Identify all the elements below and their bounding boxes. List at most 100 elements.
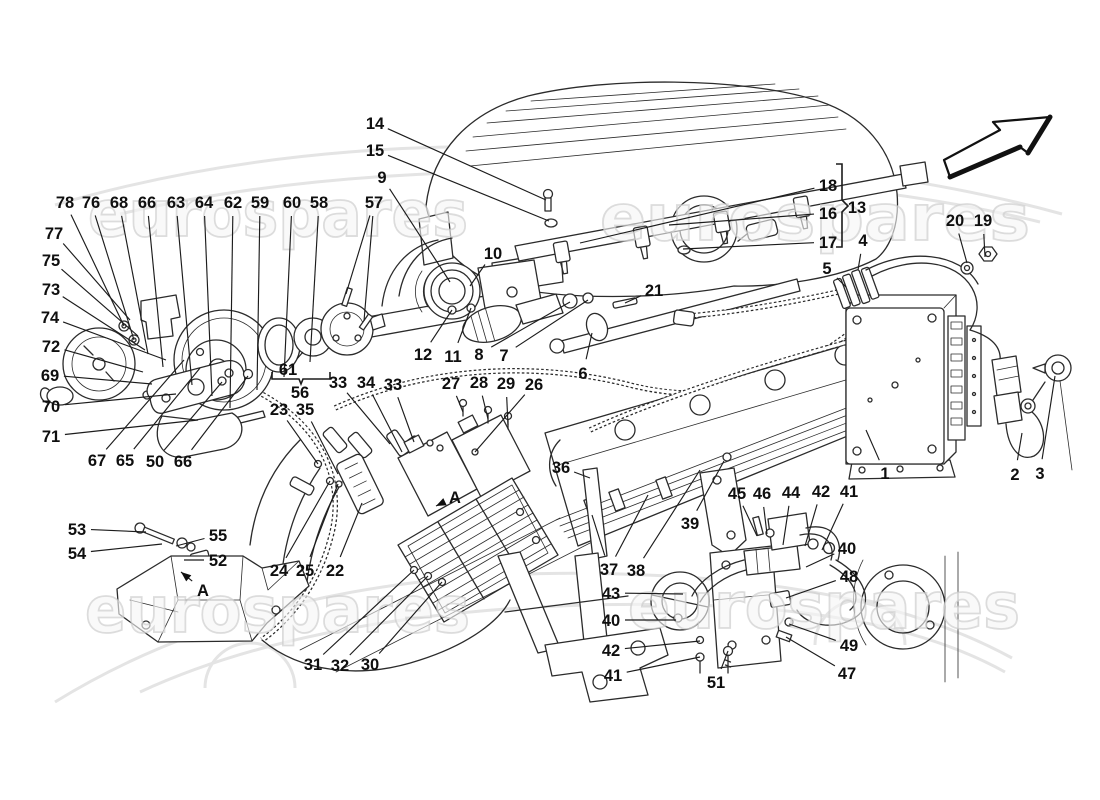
callout-label-11: 11 bbox=[444, 348, 461, 366]
callout-label-40: 40 bbox=[602, 612, 620, 630]
leader-line bbox=[1041, 375, 1056, 460]
leader-line bbox=[62, 243, 131, 321]
leader-line bbox=[579, 187, 815, 244]
callout-label-20: 20 bbox=[946, 212, 964, 230]
callout-label-69: 69 bbox=[41, 367, 59, 385]
leader-line bbox=[785, 636, 836, 667]
callout-label-A: A bbox=[197, 582, 209, 600]
callout-label-43: 43 bbox=[602, 585, 620, 603]
leader-line bbox=[430, 309, 453, 343]
leader-line bbox=[1016, 432, 1023, 461]
callout-label-68: 68 bbox=[110, 194, 128, 212]
group-bracket-56 bbox=[271, 372, 331, 387]
callout-label-41: 41 bbox=[840, 483, 858, 501]
callout-label-9: 9 bbox=[377, 169, 386, 187]
ignition-power-modules bbox=[397, 398, 597, 517]
leader-line bbox=[256, 215, 261, 391]
leader-line bbox=[283, 215, 292, 378]
eurospares-watermark: eurospares eurospares eurospares eurospa… bbox=[84, 177, 1031, 649]
leader-line bbox=[322, 569, 415, 655]
leader-line bbox=[782, 505, 790, 546]
leader-line bbox=[286, 420, 319, 465]
leader-line bbox=[64, 419, 199, 436]
leader-line bbox=[720, 650, 729, 670]
engine-cam-cover bbox=[544, 330, 927, 547]
leader-line bbox=[121, 215, 149, 355]
callout-label-56: 56 bbox=[291, 384, 309, 402]
callout-label-53: 53 bbox=[68, 521, 86, 539]
callout-label-23: 23 bbox=[270, 401, 288, 419]
leader-line bbox=[614, 494, 649, 557]
leader-line bbox=[285, 480, 331, 559]
callout-label-34: 34 bbox=[357, 374, 376, 392]
leader-line bbox=[668, 213, 815, 226]
leader-line bbox=[64, 393, 177, 406]
callout-label-28: 28 bbox=[470, 374, 488, 392]
leader-line bbox=[163, 381, 223, 451]
group-bracket-13 bbox=[836, 163, 850, 248]
direction-arrow-icon bbox=[942, 114, 1053, 180]
callout-label-13: 13 bbox=[848, 199, 866, 217]
callout-label-39: 39 bbox=[681, 515, 699, 533]
callout-label-77: 77 bbox=[45, 225, 63, 243]
leader-line bbox=[397, 397, 415, 443]
leader-line bbox=[176, 215, 193, 386]
leader-line bbox=[63, 375, 153, 385]
leader-line bbox=[474, 394, 526, 453]
wire-holder-plate bbox=[336, 453, 384, 515]
callout-label-63: 63 bbox=[167, 194, 185, 212]
callout-label-6: 6 bbox=[578, 365, 587, 383]
leader-line bbox=[309, 483, 339, 558]
callout-label-65: 65 bbox=[116, 452, 134, 470]
callout-label-67: 67 bbox=[88, 452, 106, 470]
callout-label-62: 62 bbox=[224, 194, 242, 212]
leader-line bbox=[204, 215, 213, 397]
callout-label-7: 7 bbox=[499, 347, 508, 365]
leader-line bbox=[378, 581, 443, 654]
leader-line bbox=[147, 215, 164, 368]
callout-label-54: 54 bbox=[68, 545, 87, 563]
stacked-connector bbox=[832, 255, 979, 331]
callout-label-45: 45 bbox=[728, 485, 746, 503]
callout-label-52: 52 bbox=[209, 552, 227, 570]
callout-label-30: 30 bbox=[361, 656, 379, 674]
callout-label-29: 29 bbox=[497, 375, 515, 393]
leader-line bbox=[490, 301, 571, 348]
leader-line bbox=[175, 537, 205, 547]
callout-label-66: 66 bbox=[138, 194, 156, 212]
leader-line bbox=[573, 471, 591, 479]
callout-label-66: 66 bbox=[174, 453, 192, 471]
leader-line bbox=[90, 543, 163, 553]
leader-line bbox=[624, 295, 642, 304]
leader-line bbox=[339, 502, 363, 558]
callout-label-A: A bbox=[449, 489, 461, 507]
callout-label-46: 46 bbox=[753, 485, 771, 503]
callout-label-38: 38 bbox=[627, 562, 645, 580]
callout-label-31: 31 bbox=[304, 656, 322, 674]
leader-line bbox=[62, 321, 167, 361]
callout-label-4: 4 bbox=[858, 232, 868, 250]
callout-label-5: 5 bbox=[822, 260, 831, 278]
callout-label-72: 72 bbox=[42, 338, 60, 356]
engine-front-cover bbox=[853, 551, 959, 683]
leader-line bbox=[363, 215, 374, 322]
leader-line bbox=[94, 215, 135, 341]
callout-label-40: 40 bbox=[838, 540, 856, 558]
leader-line bbox=[455, 395, 464, 413]
callout-label-78: 78 bbox=[56, 194, 74, 212]
callout-label-74: 74 bbox=[41, 309, 60, 327]
leader-line bbox=[506, 396, 509, 426]
leader-line bbox=[296, 351, 304, 359]
callout-label-60: 60 bbox=[283, 194, 301, 212]
callout-label-70: 70 bbox=[42, 398, 60, 416]
callout-label-10: 10 bbox=[484, 245, 502, 263]
sensor-plug bbox=[737, 218, 779, 242]
leader-line bbox=[309, 215, 319, 363]
leader-line bbox=[310, 421, 339, 475]
callout-label-41: 41 bbox=[604, 667, 622, 685]
leader-line bbox=[457, 307, 472, 344]
callout-label-19: 19 bbox=[974, 212, 992, 230]
leader-line bbox=[785, 580, 836, 599]
leader-line bbox=[788, 623, 836, 641]
